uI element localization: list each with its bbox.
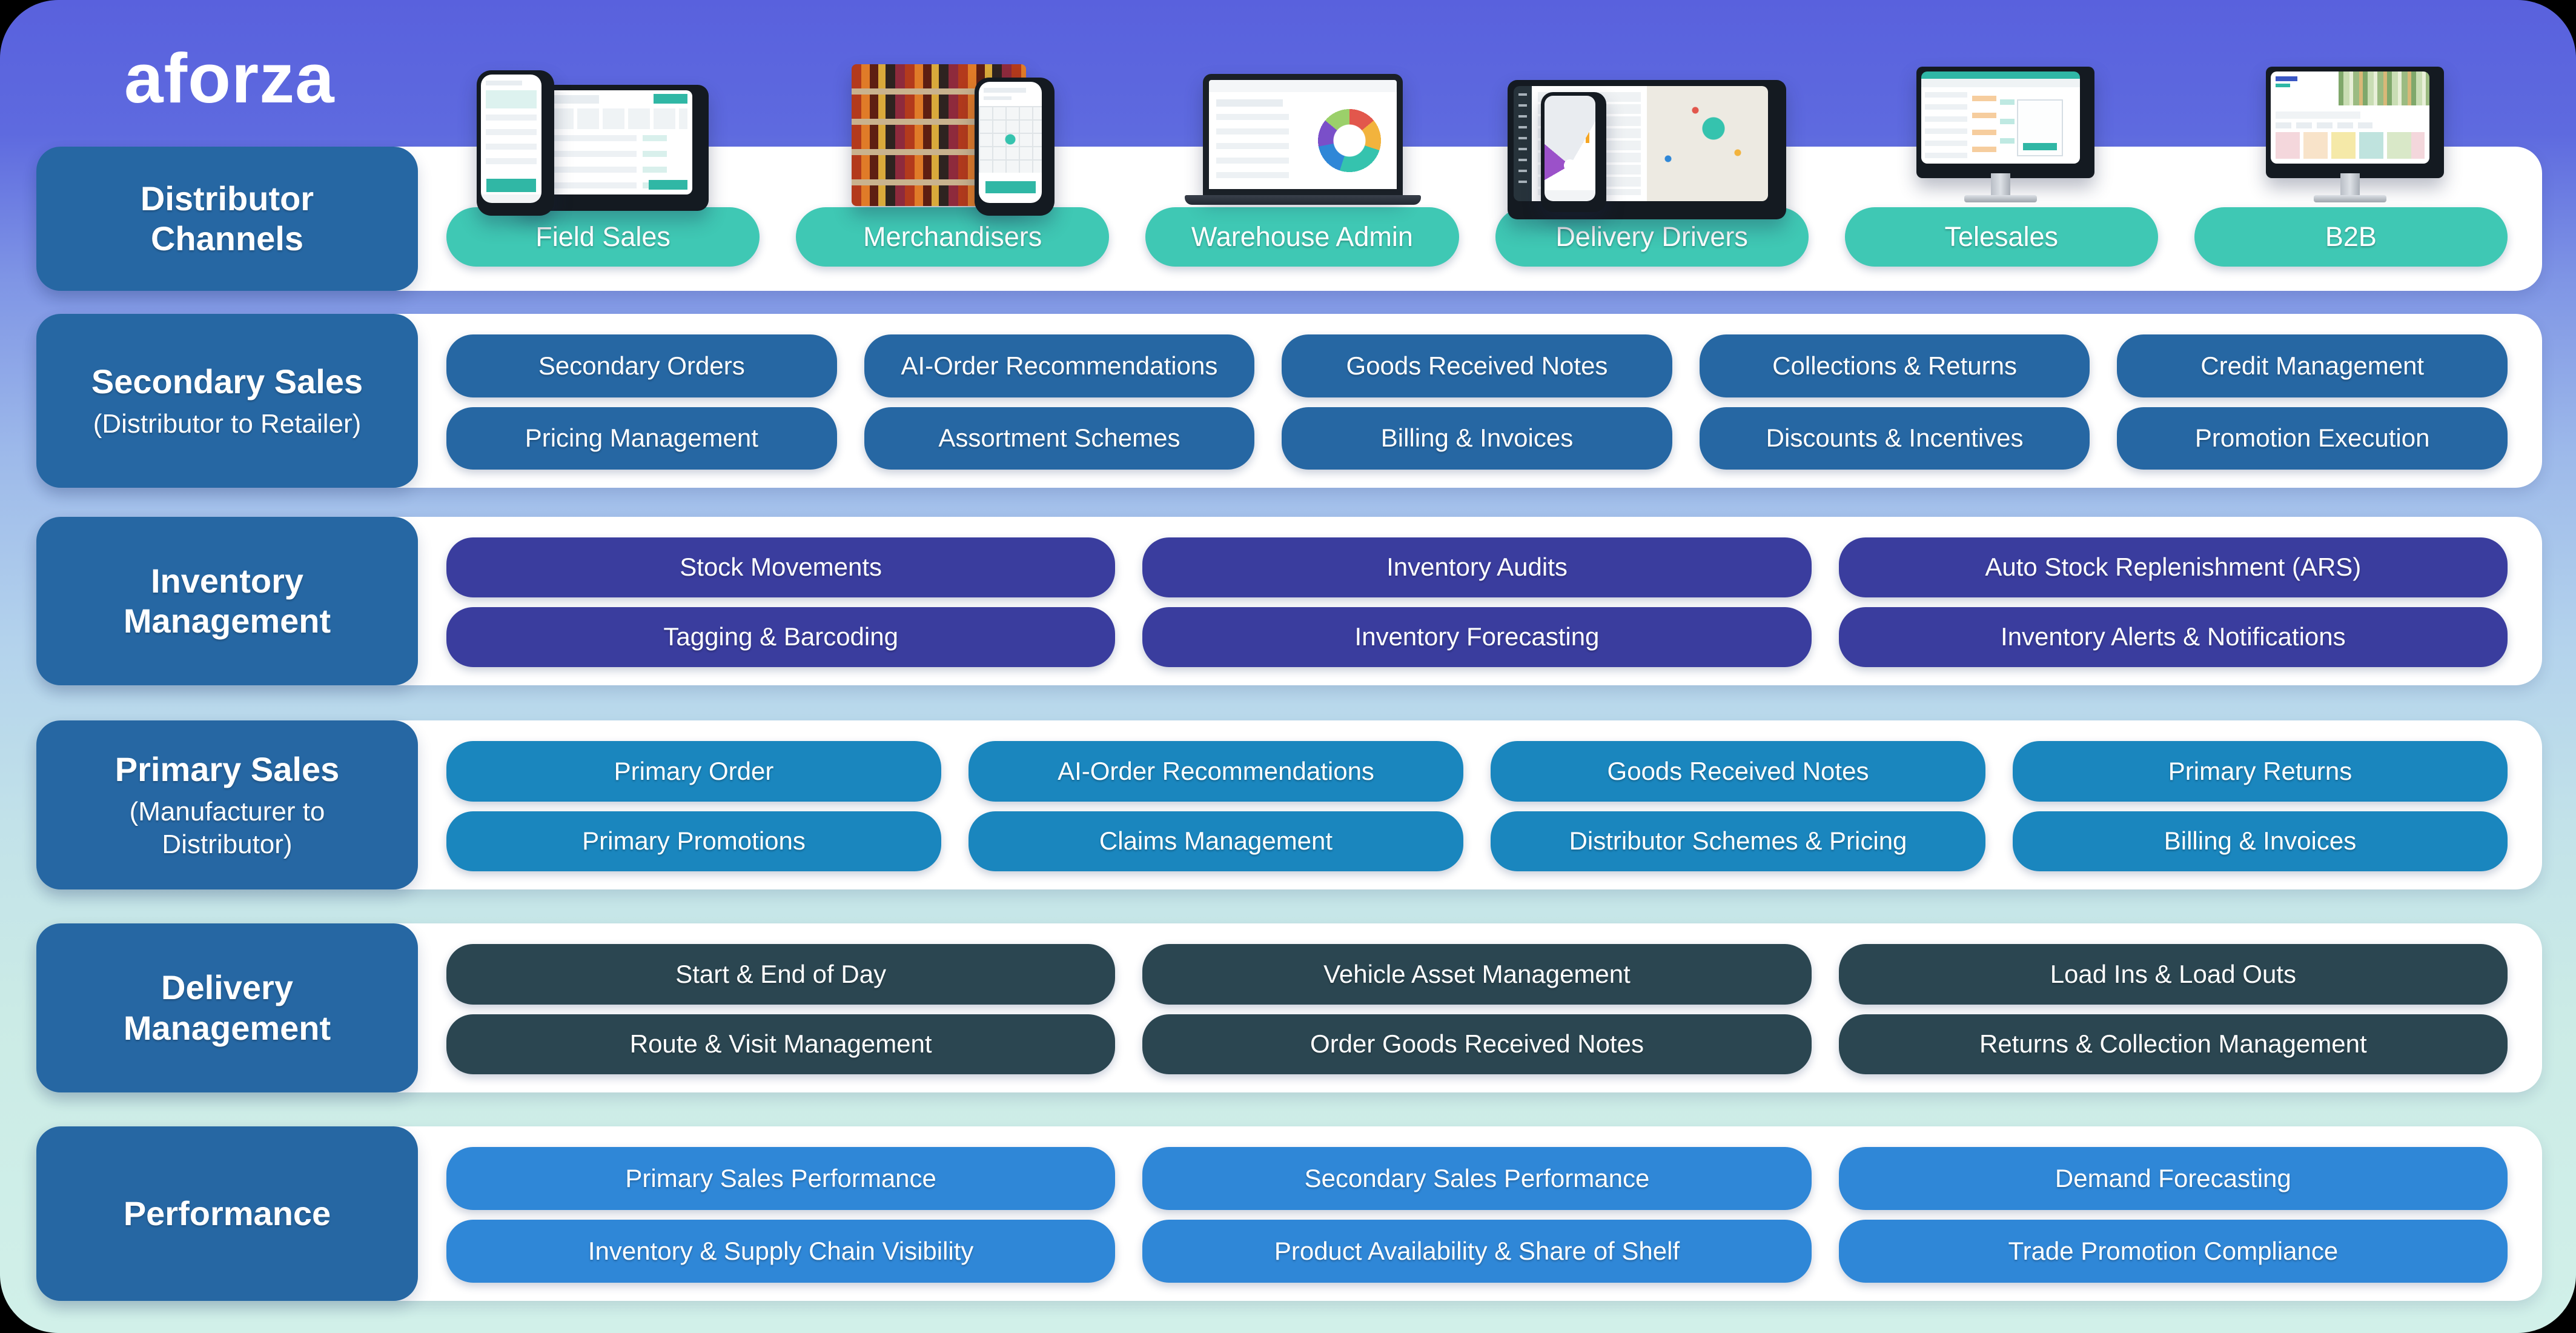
b2b-monitor-screen <box>2270 71 2429 164</box>
pill-claims-management: Claims Management <box>968 811 1463 871</box>
merchandiser-phone-screen <box>979 82 1042 203</box>
pill-grid-performance: Primary Sales Performance Secondary Sales… <box>446 1147 2508 1283</box>
pill-primary-order: Primary Order <box>446 741 941 802</box>
b2b-monitor-mockup <box>2265 67 2444 178</box>
pill-warehouse-admin: Warehouse Admin <box>1145 207 1459 267</box>
row-label-title: Inventory Management <box>123 561 331 640</box>
merchandisers-devices <box>796 50 1109 216</box>
pill-primary-sales-performance: Primary Sales Performance <box>446 1147 1116 1210</box>
pill-billing-invoices: Billing & Invoices <box>2013 811 2508 871</box>
row-delivery-management: Delivery Management Start & End of Day Ve… <box>36 923 2542 1092</box>
aforza-logo: aforza <box>124 39 335 118</box>
merchandiser-phone-mockup <box>975 78 1055 216</box>
pill-discounts-incentives: Discounts & Incentives <box>1699 407 2090 470</box>
pill-primary-promotions: Primary Promotions <box>446 811 941 871</box>
delivery-phone-screen <box>1544 96 1595 201</box>
row-label-distributor-channels: Distributor Channels <box>36 147 418 291</box>
row-label-secondary-sales: Secondary Sales (Distributor to Retailer… <box>36 314 418 488</box>
pill-b2b: B2B <box>2194 207 2508 267</box>
pill-vehicle-asset-management: Vehicle Asset Management <box>1142 944 1812 1005</box>
pill-collections-returns: Collections & Returns <box>1699 334 2090 397</box>
row-label-delivery-management: Delivery Management <box>36 923 418 1092</box>
pill-inventory-alerts-notifications: Inventory Alerts & Notifications <box>1838 607 2508 667</box>
pill-field-sales: Field Sales <box>446 207 760 267</box>
field-sales-phone-screen <box>481 75 541 203</box>
pill-billing-invoices: Billing & Invoices <box>1282 407 1672 470</box>
pill-inventory-forecasting: Inventory Forecasting <box>1142 607 1812 667</box>
warehouse-admin-devices <box>1145 50 1459 206</box>
pill-product-availability-share-of-shelf: Product Availability & Share of Shelf <box>1142 1220 1812 1283</box>
pill-trade-promotion-compliance: Trade Promotion Compliance <box>1838 1220 2508 1283</box>
telesales-monitor-screen <box>1921 71 2080 164</box>
monitor-stand-neck <box>1990 173 2010 195</box>
pill-inventory-supply-chain-visibility: Inventory & Supply Chain Visibility <box>446 1220 1116 1283</box>
b2b-devices <box>2194 50 2508 206</box>
pill-merchandisers: Merchandisers <box>796 207 1110 267</box>
row-label-title: Primary Sales <box>114 750 340 788</box>
row-distributor-channels: Distributor Channels <box>36 64 2542 291</box>
row-label-subtitle: (Manufacturer to Distributor) <box>129 796 325 859</box>
pill-pricing-management: Pricing Management <box>446 407 837 470</box>
pill-ai-order-recommendations: AI-Order Recommendations <box>968 741 1463 802</box>
monitor-stand-base <box>1964 195 2037 202</box>
pill-demand-forecasting: Demand Forecasting <box>1838 1147 2508 1210</box>
pill-grid-secondary-sales: Secondary Orders AI-Order Recommendations… <box>446 334 2508 470</box>
pill-goods-received-notes: Goods Received Notes <box>1282 334 1672 397</box>
row-label-title: Delivery Management <box>123 968 331 1047</box>
pill-ai-order-recommendations: AI-Order Recommendations <box>864 334 1255 397</box>
row-label-primary-sales: Primary Sales (Manufacturer to Distribut… <box>36 720 418 889</box>
field-sales-phone-mockup <box>477 70 554 216</box>
pill-assortment-schemes: Assortment Schemes <box>864 407 1255 470</box>
channel-device-images <box>446 50 2508 219</box>
telesales-devices <box>1845 50 2158 206</box>
pill-order-goods-received-notes: Order Goods Received Notes <box>1142 1014 1812 1074</box>
pill-tagging-barcoding: Tagging & Barcoding <box>446 607 1116 667</box>
pill-inventory-audits: Inventory Audits <box>1142 537 1812 597</box>
row-label-inventory-management: Inventory Management <box>36 517 418 685</box>
monitor-stand-base <box>2313 195 2386 202</box>
warehouse-laptop-screen <box>1203 74 1403 195</box>
row-label-title: Performance <box>123 1194 331 1232</box>
pill-returns-collection-management: Returns & Collection Management <box>1838 1014 2508 1074</box>
row-secondary-sales: Secondary Sales (Distributor to Retailer… <box>36 314 2542 488</box>
row-label-subtitle: (Distributor to Retailer) <box>93 408 362 439</box>
row-primary-sales: Primary Sales (Manufacturer to Distribut… <box>36 720 2542 889</box>
pill-credit-management: Credit Management <box>2117 334 2508 397</box>
pill-secondary-orders: Secondary Orders <box>446 334 837 397</box>
pill-primary-returns: Primary Returns <box>2013 741 2508 802</box>
pill-telesales: Telesales <box>1844 207 2158 267</box>
warehouse-laptop-base <box>1185 195 1422 205</box>
pill-grid-inventory-management: Stock Movements Inventory Audits Auto Stoc… <box>446 537 2508 667</box>
pill-grid-primary-sales: Primary Order AI-Order Recommendations Goo… <box>446 741 2508 871</box>
delivery-driver-devices <box>1495 50 1809 219</box>
monitor-stand-neck <box>2340 173 2360 195</box>
pill-distributor-schemes-pricing: Distributor Schemes & Pricing <box>1491 811 1985 871</box>
pill-load-ins-load-outs: Load Ins & Load Outs <box>1838 944 2508 1005</box>
pill-grid-delivery-management: Start & End of Day Vehicle Asset Manageme… <box>446 944 2508 1074</box>
row-label-title: Secondary Sales <box>91 362 363 401</box>
pill-secondary-sales-performance: Secondary Sales Performance <box>1142 1147 1812 1210</box>
pill-stock-movements: Stock Movements <box>446 537 1116 597</box>
pill-start-end-of-day: Start & End of Day <box>446 944 1116 1005</box>
field-sales-devices <box>446 50 760 216</box>
row-performance: Performance Primary Sales Performance Sec… <box>36 1126 2542 1301</box>
pill-auto-stock-replenishment-ars: Auto Stock Replenishment (ARS) <box>1838 537 2508 597</box>
pill-route-visit-management: Route & Visit Management <box>446 1014 1116 1074</box>
pill-promotion-execution: Promotion Execution <box>2117 407 2508 470</box>
telesales-monitor-mockup <box>1916 67 2094 178</box>
pill-goods-received-notes: Goods Received Notes <box>1491 741 1985 802</box>
delivery-phone-mockup <box>1540 92 1606 212</box>
row-label-performance: Performance <box>36 1126 418 1301</box>
row-label-title: Distributor Channels <box>140 179 314 258</box>
